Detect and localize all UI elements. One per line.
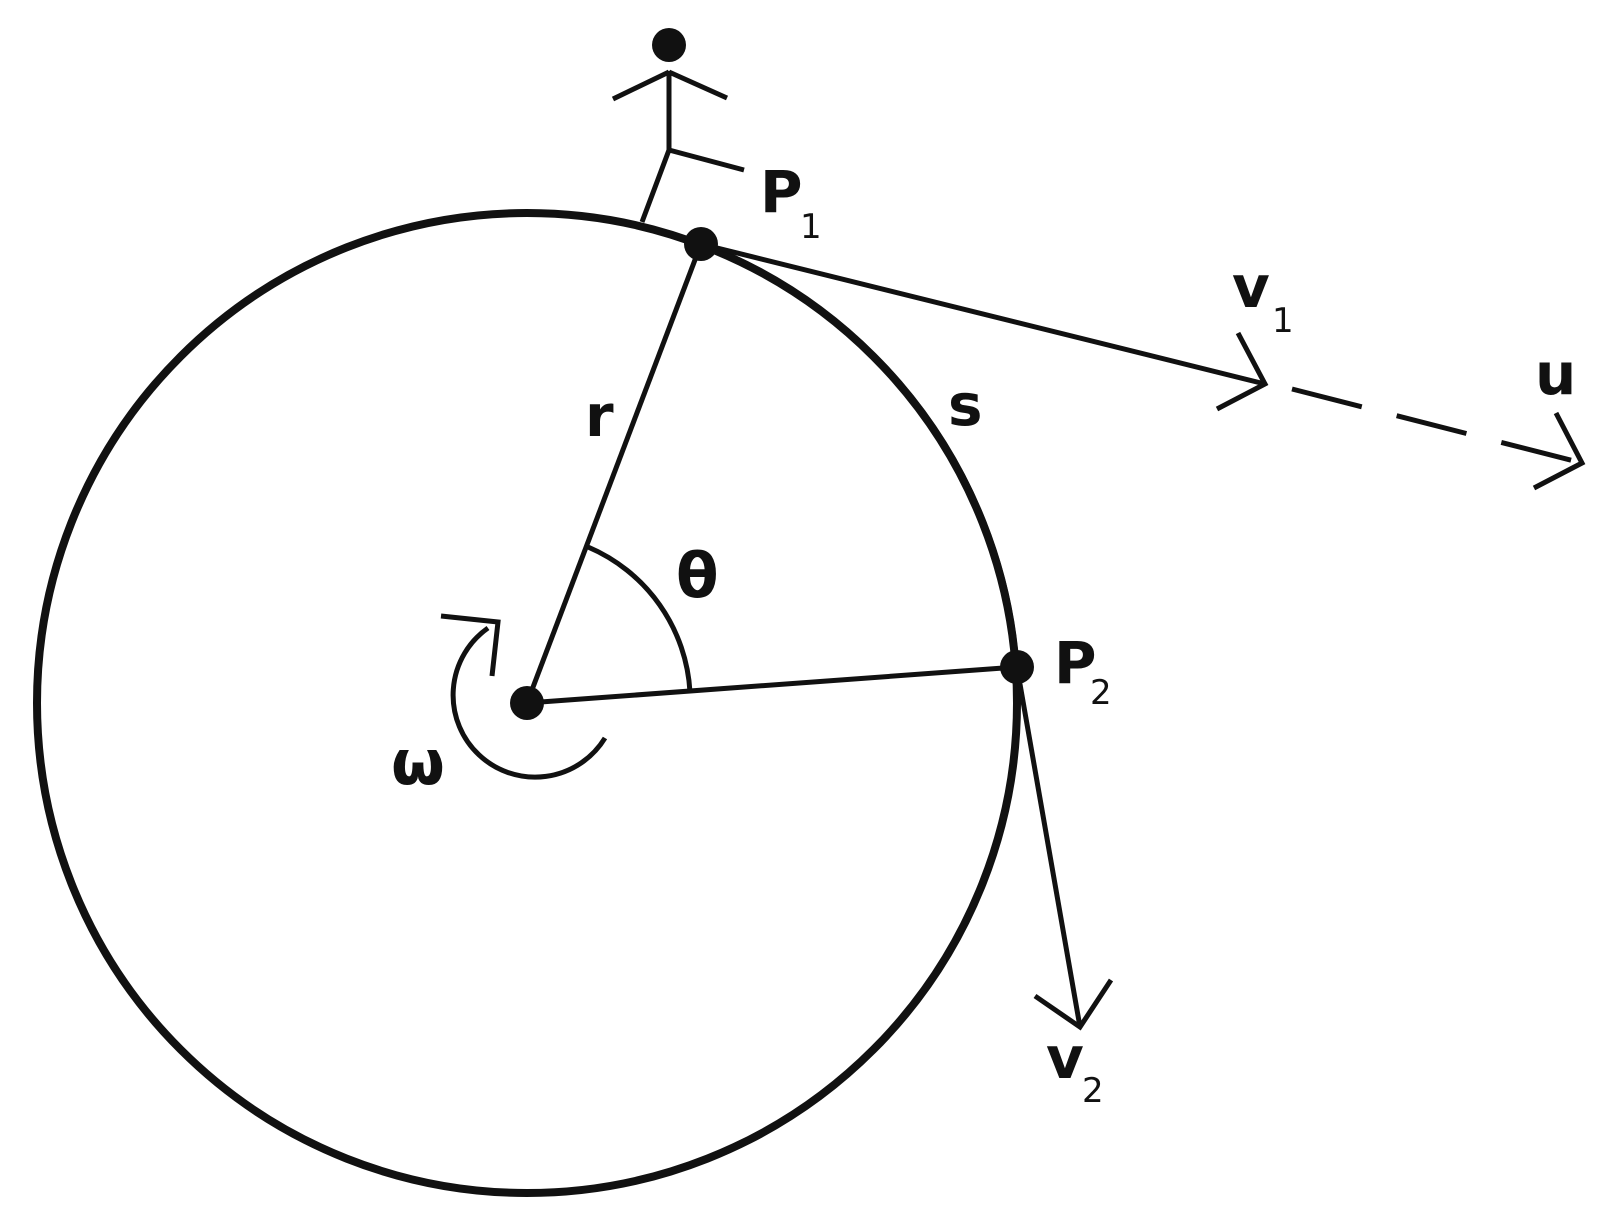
label-s: s [948, 371, 983, 439]
label-p2: P [1054, 629, 1097, 697]
label-omega: ω [391, 726, 445, 799]
label-v2: v [1046, 1024, 1084, 1092]
radius-line-r [524, 243, 704, 704]
point-p1 [684, 227, 718, 261]
omega-rotation-arrowhead [440, 613, 501, 677]
disk-circle [33, 209, 1021, 1197]
radius-line-p2 [526, 664, 1018, 706]
label-theta: θ [676, 539, 719, 612]
theta-angle-arc [587, 544, 693, 693]
velocity-v2-line [1014, 666, 1083, 1028]
label-p1: P [760, 158, 803, 226]
label-p2-subscript: 2 [1090, 673, 1112, 713]
label-p1-subscript: 1 [800, 207, 822, 247]
omega-rotation-arc [450, 625, 608, 780]
direction-u-arrowhead [1532, 411, 1586, 491]
point-p2 [1000, 650, 1034, 684]
observer-head [652, 28, 686, 62]
center-point [510, 686, 544, 720]
label-v1-subscript: 1 [1272, 301, 1294, 341]
velocity-v2-arrowhead [1033, 978, 1114, 1031]
label-u: u [1535, 340, 1576, 408]
observer-figure [611, 69, 745, 223]
velocity-v1-arrowhead [1215, 331, 1269, 412]
label-v1: v [1232, 253, 1270, 321]
velocity-v1-line [700, 241, 1266, 387]
label-v2-subscript: 2 [1082, 1071, 1104, 1111]
direction-u-dashed-line [1291, 386, 1583, 466]
label-r: r [585, 382, 614, 450]
arc-s [700, 241, 1020, 668]
